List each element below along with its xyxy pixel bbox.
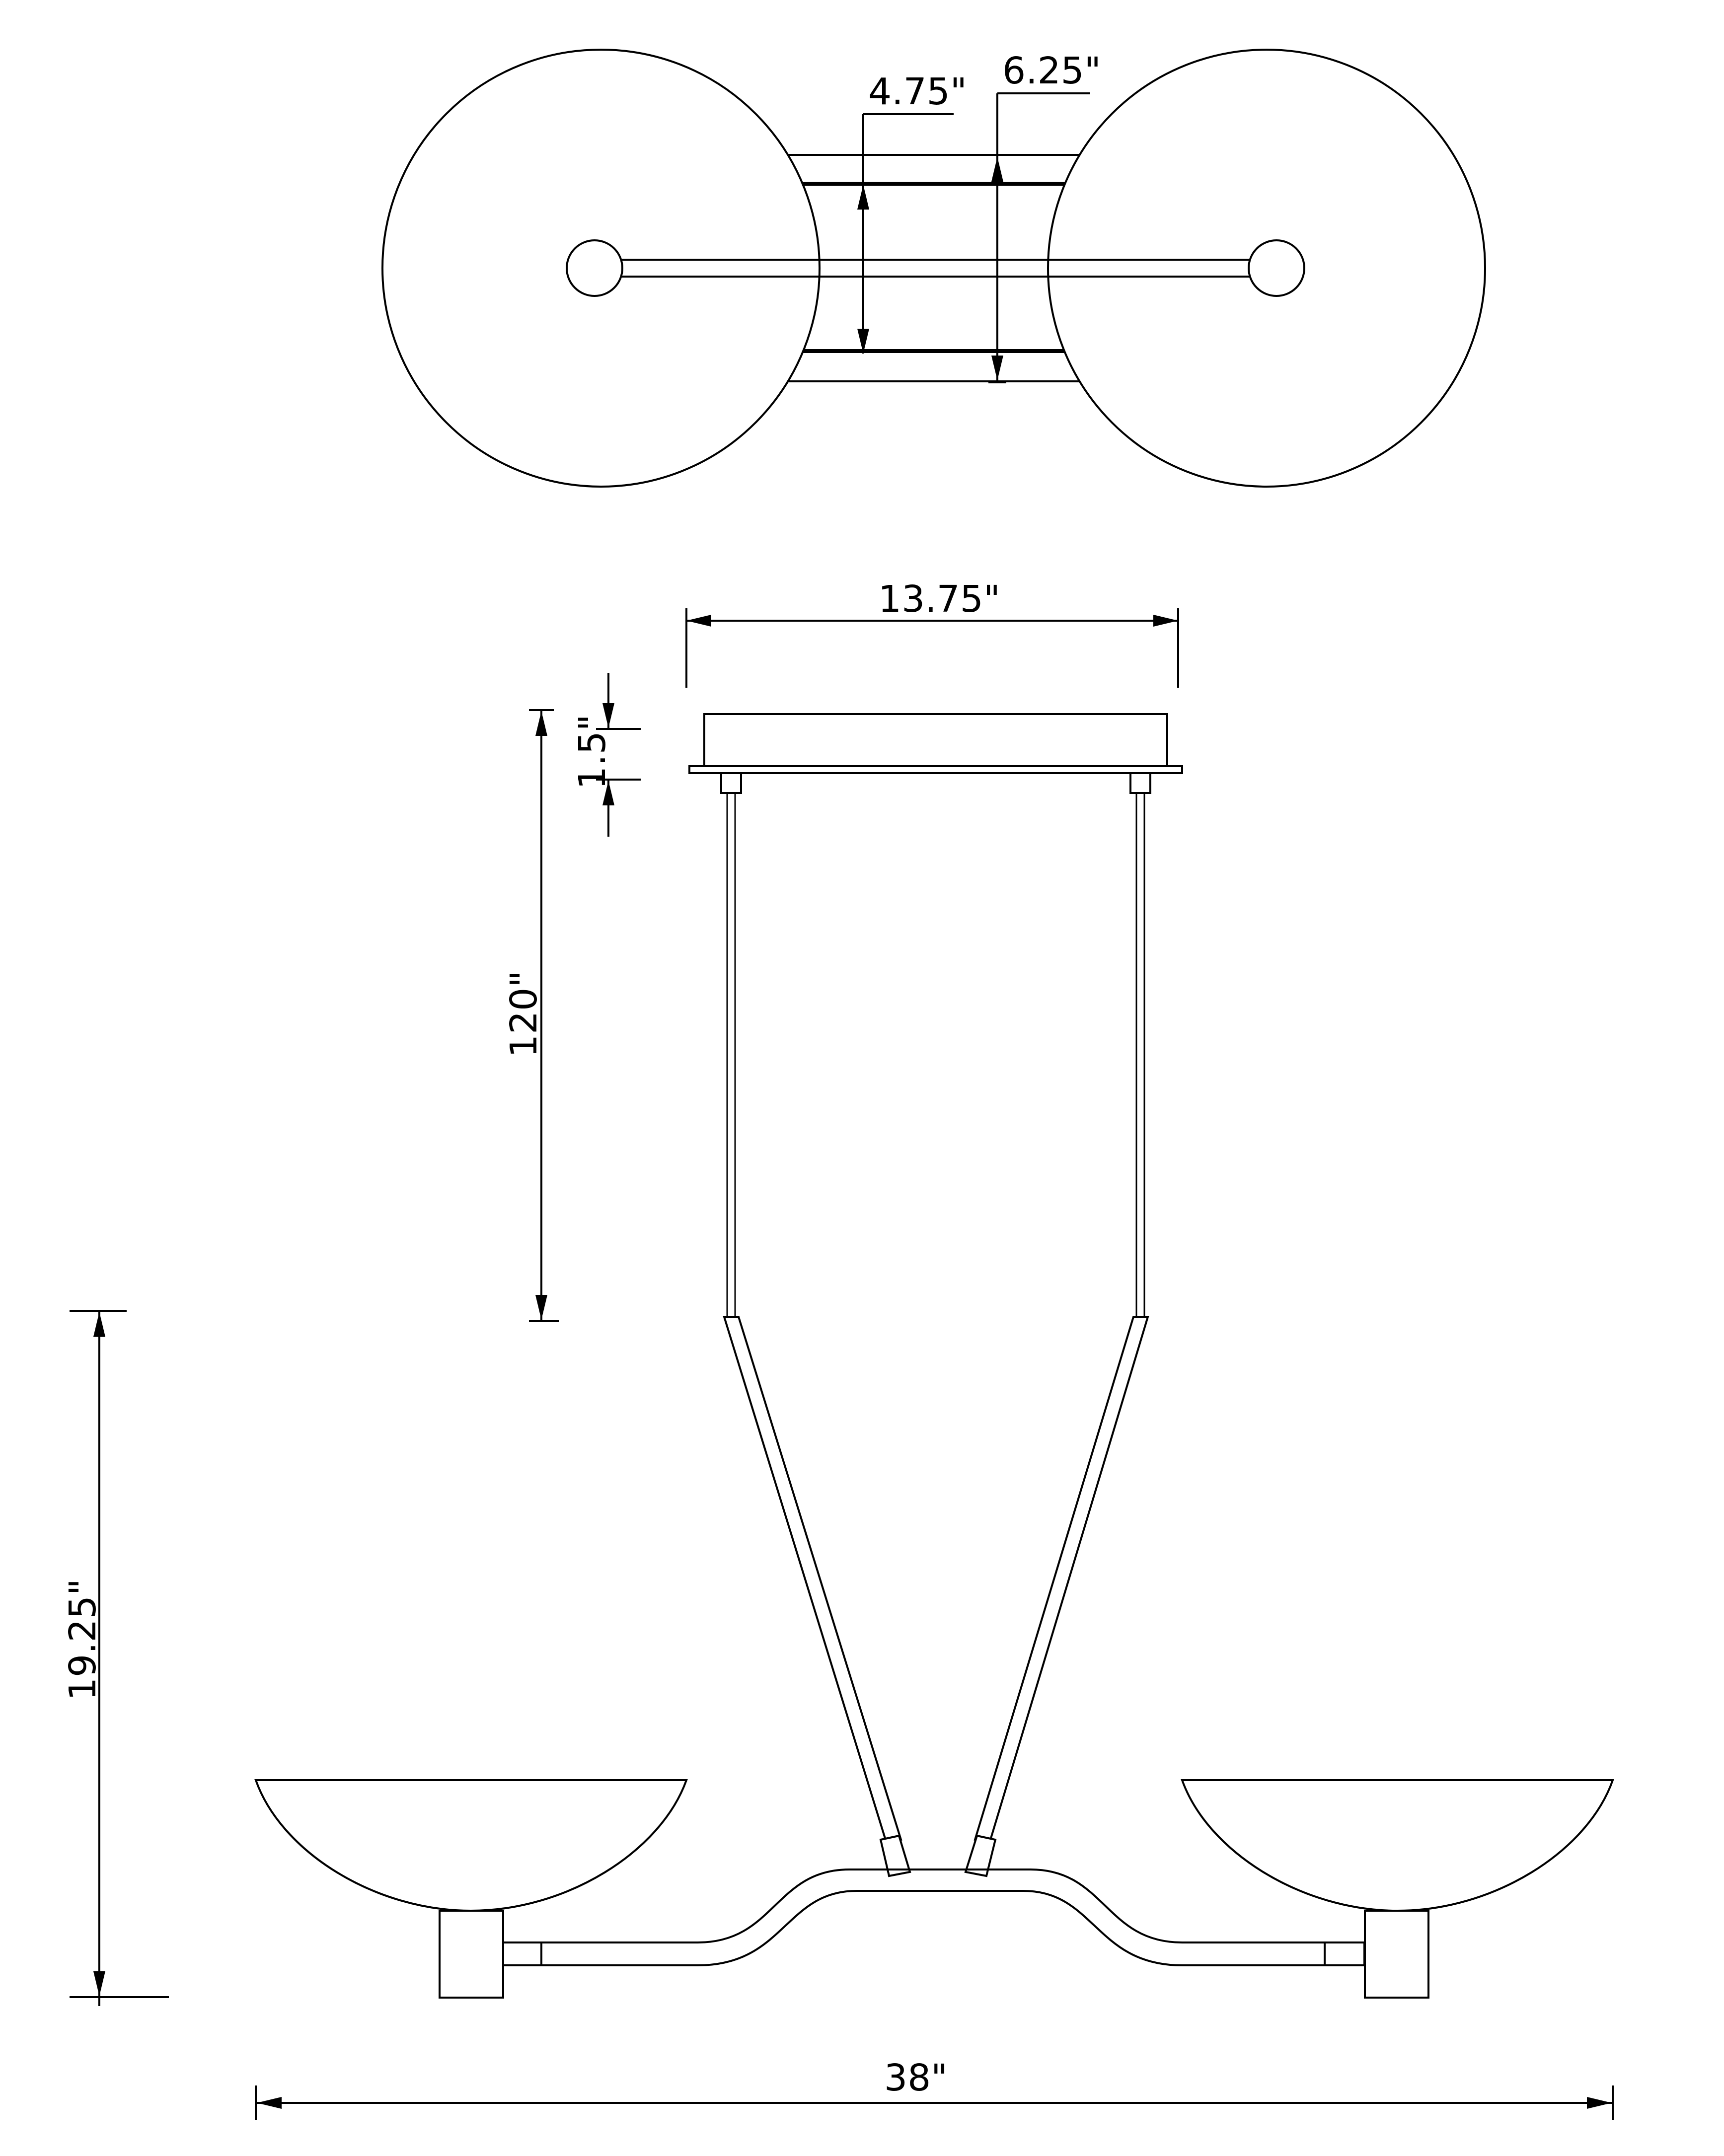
left-cable-gripper [720, 772, 742, 794]
top-view: 4.75" 6.25" [381, 49, 1486, 488]
dim-cable-length: 120" [503, 709, 559, 1322]
top-view-canopy-rails [775, 154, 1098, 382]
dim-fixture-height-label: 19.25" [62, 1579, 104, 1701]
right-cable-gripper [1129, 772, 1151, 794]
dim-canopy-width: 13.75" [685, 578, 1179, 688]
dim-top-inner: 4.75" [857, 71, 967, 354]
curved-arm [539, 1869, 1334, 1966]
right-arm-collar [1324, 1941, 1365, 1966]
right-rod [964, 1316, 1149, 1877]
dim-canopy-width-label: 13.75" [878, 578, 1000, 621]
left-arm-collar [501, 1941, 542, 1966]
left-shade [254, 1779, 688, 1912]
right-cable [1135, 793, 1145, 1317]
right-shade [1181, 1779, 1614, 1912]
dim-overall-width: 38" [255, 2057, 1614, 2120]
left-cable [726, 793, 736, 1317]
dim-fixture-height: 19.25" [62, 1310, 169, 2006]
dim-canopy-height: 1.5" [571, 673, 641, 837]
left-lamp-holder [439, 1910, 504, 1999]
left-rod [723, 1316, 911, 1877]
top-view-right-hub [1248, 239, 1305, 297]
dim-top-outer: 6.25" [988, 50, 1101, 383]
dim-overall-width-label: 38" [884, 2057, 948, 2099]
top-view-arm [621, 259, 1251, 278]
canopy [688, 713, 1183, 774]
top-view-left-hub [566, 239, 623, 297]
dim-top-outer-label: 6.25" [1002, 50, 1101, 92]
side-view: 13.75" 1.5" 120" [62, 578, 1614, 2120]
dim-canopy-height-label: 1.5" [571, 714, 614, 790]
dim-top-inner-label: 4.75" [868, 71, 967, 113]
dim-cable-length-label: 120" [503, 971, 545, 1058]
right-lamp-holder [1364, 1910, 1429, 1999]
